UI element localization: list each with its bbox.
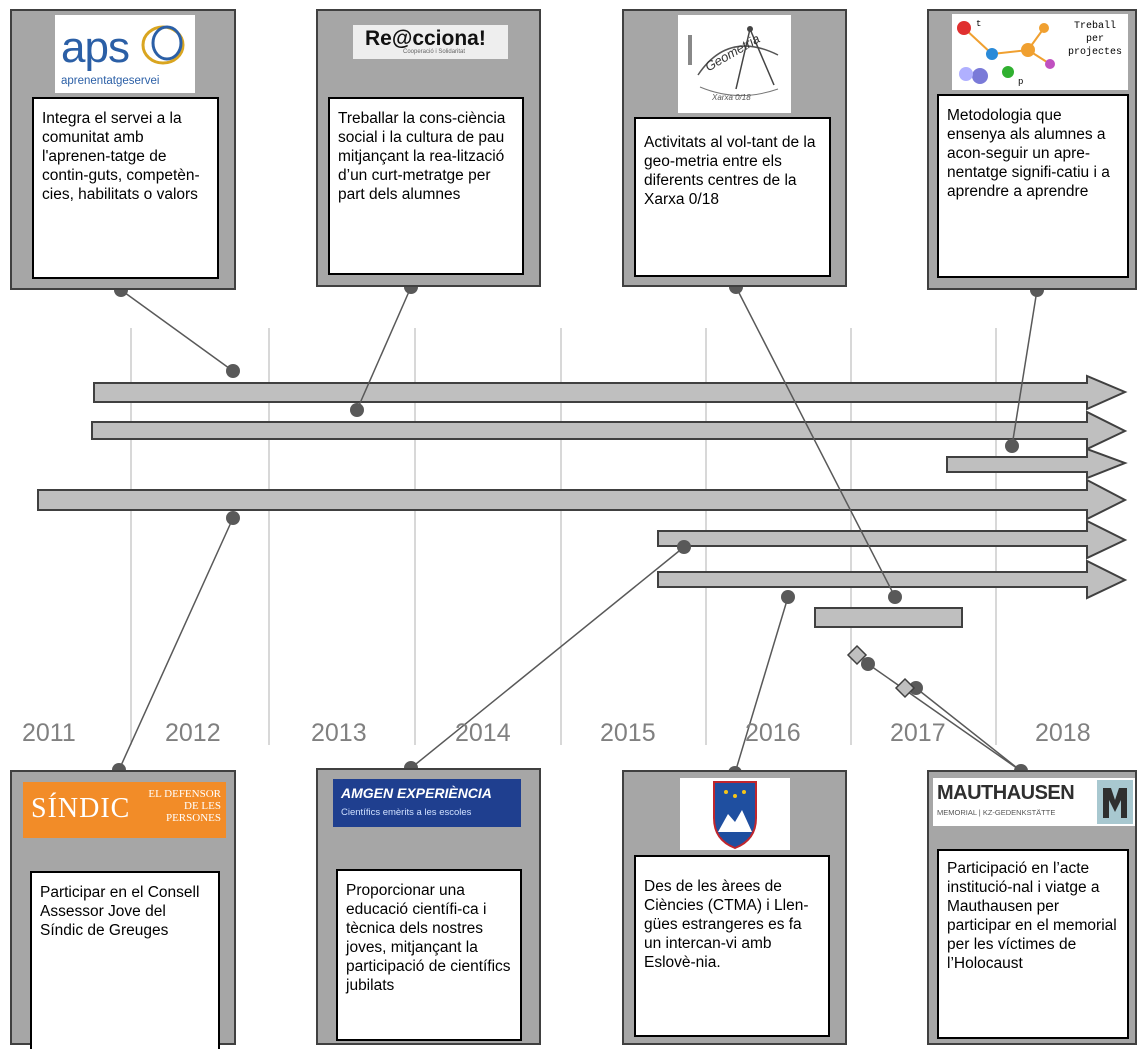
- rings-icon: [141, 25, 185, 65]
- svg-text:p: p: [1018, 77, 1023, 87]
- milestone-diamonds: [846, 644, 916, 699]
- card-description: Participar en el Consell Assessor Jove d…: [30, 871, 220, 1049]
- card-eslovenia: Des de les àrees de Ciències (CTMA) i Ll…: [622, 770, 847, 1045]
- amgen-logo: AMGEN EXPERIÈNCIA Científics emèrits a l…: [333, 779, 521, 827]
- m-emblem-icon: [1097, 780, 1133, 824]
- aps-logo: aps aprenentatgeservei: [55, 15, 195, 93]
- card-description: Participació en l’acte institució-nal i …: [937, 849, 1129, 1039]
- arrow-eslovenia: [657, 559, 1128, 600]
- geometria-logo-subtitle: Xarxa 0/18: [712, 93, 751, 102]
- mauthausen-logo-text: MAUTHAUSEN: [937, 782, 1075, 804]
- card-description: Integra el servei a la comunitat amb l'a…: [32, 97, 219, 279]
- card-treball: t p Treball per projectes Metodologia qu…: [927, 9, 1137, 290]
- card-sindic: SÍNDIC EL DEFENSOR DE LES PERSONES Parti…: [10, 770, 236, 1049]
- mauthausen-logo-subtitle: MEMORIAL | KZ-GEDENKSTÄTTE: [937, 808, 1056, 817]
- treball-logo: t p Treball per projectes: [952, 14, 1128, 90]
- card-description: Proporcionar una educació científi-ca i …: [336, 869, 522, 1041]
- aps-logo-text: aps: [61, 23, 130, 72]
- card-mauthausen: MAUTHAUSEN MEMORIAL | KZ-GEDENKSTÄTTE Pa…: [927, 770, 1137, 1045]
- card-geometria: Geometria Xarxa 0/18 Activitats al vol-t…: [622, 9, 847, 287]
- card-description: Des de les àrees de Ciències (CTMA) i Ll…: [634, 855, 830, 1037]
- sindic-logo-subtitle: EL DEFENSOR DE LES PERSONES: [148, 788, 221, 824]
- slovenia-coat-of-arms: [680, 778, 790, 850]
- card-description: Activitats al vol-tant de la geo-metria …: [634, 117, 831, 277]
- treball-logo-text: Treball per projectes: [1067, 21, 1122, 58]
- year-label: 2016: [745, 719, 801, 747]
- compass-icon: [688, 26, 779, 96]
- sindic-logo-text: SÍNDIC: [31, 793, 131, 824]
- aps-logo-subtitle: aprenentatgeservei: [61, 75, 160, 87]
- year-label: 2018: [1035, 719, 1091, 747]
- card-aps: aps aprenentatgeservei Integra el servei…: [10, 9, 236, 290]
- year-label: 2013: [311, 719, 367, 747]
- card-reacciona: Re@cciona! Cooperació i Solidaritat Treb…: [316, 9, 541, 287]
- year-label: 2017: [890, 719, 946, 747]
- arrow-reacciona: [91, 410, 1128, 451]
- reacciona-logo: Re@cciona! Cooperació i Solidaritat: [353, 25, 508, 59]
- molecule-icon: t p: [957, 19, 1055, 87]
- year-label: 2015: [600, 719, 656, 747]
- geometria-logo: Geometria Xarxa 0/18: [678, 15, 791, 113]
- card-description: Metodologia que ensenya als alumnes a ac…: [937, 94, 1129, 278]
- arrow-sindic: [37, 478, 1128, 521]
- amgen-logo-text: AMGEN EXPERIÈNCIA: [341, 785, 492, 801]
- arrow-treball: [946, 447, 1128, 480]
- card-description: Treballar la cons-ciència social i la cu…: [328, 97, 524, 275]
- year-label: 2011: [22, 719, 76, 747]
- arrow-amgen: [657, 519, 1128, 560]
- year-label: 2012: [165, 719, 221, 747]
- year-label: 2014: [455, 719, 511, 747]
- bar-geometria: [814, 607, 963, 628]
- svg-text:t: t: [976, 19, 981, 29]
- reacciona-logo-subtitle: Cooperació i Solidaritat: [403, 49, 466, 55]
- shield-icon: [713, 781, 757, 850]
- sindic-logo: SÍNDIC EL DEFENSOR DE LES PERSONES: [23, 782, 226, 838]
- reacciona-logo-text: Re@cciona!: [365, 27, 486, 50]
- arrow-aps: [93, 374, 1128, 411]
- mauthausen-logo: MAUTHAUSEN MEMORIAL | KZ-GEDENKSTÄTTE: [933, 778, 1135, 826]
- amgen-logo-subtitle: Científics emèrits a les escoles: [341, 807, 472, 818]
- connector-lines: [118, 286, 1038, 774]
- card-amgen: AMGEN EXPERIÈNCIA Científics emèrits a l…: [316, 768, 541, 1045]
